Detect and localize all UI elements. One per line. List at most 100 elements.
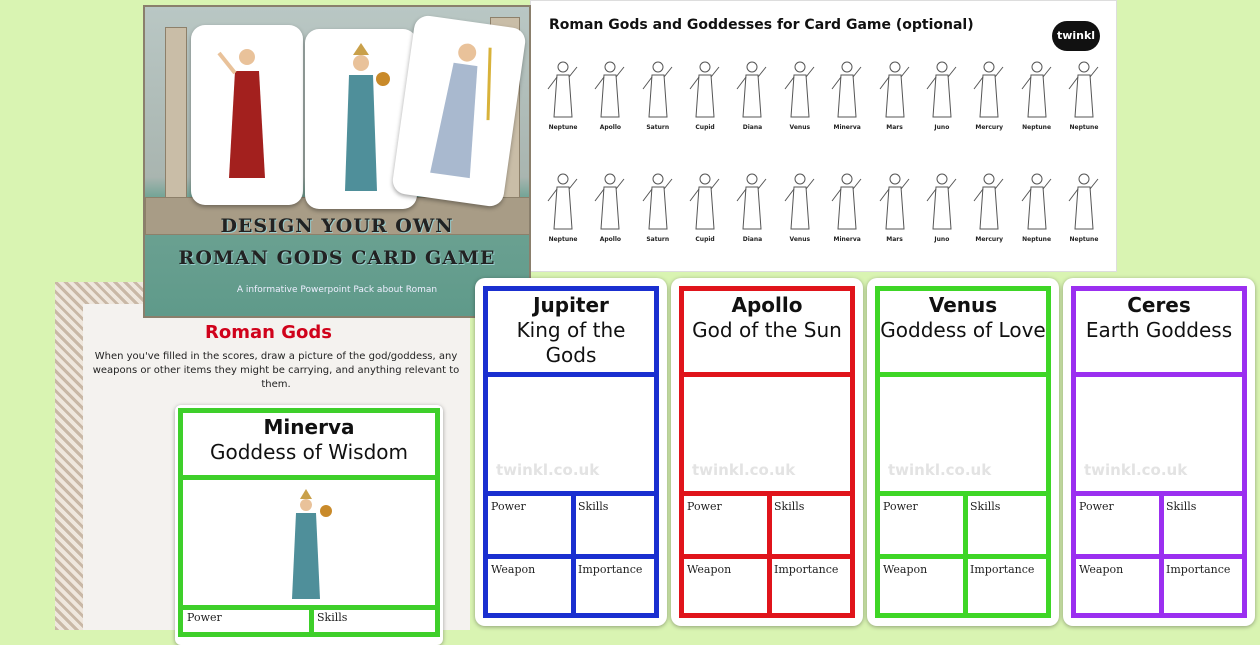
- god-label: Mercury: [975, 124, 1004, 131]
- god-outline-icon: [594, 173, 625, 230]
- god-outline-icon: [879, 173, 909, 230]
- power-label: Power: [687, 500, 722, 513]
- god-label: Minerva: [833, 124, 861, 131]
- skills-label: Skills: [774, 500, 805, 513]
- god-label: Mercury: [975, 236, 1004, 243]
- slide-title-line1: DESIGN YOUR OWN: [220, 215, 454, 237]
- god-label: Neptune: [1069, 236, 1099, 243]
- god-label: Neptune: [1022, 236, 1052, 243]
- god-figure: Diana: [730, 171, 774, 243]
- god-label: Neptune: [548, 236, 578, 243]
- god-figure: Mars: [873, 171, 917, 243]
- slide-card-red-goddess: [191, 25, 303, 205]
- god-outline-icon: [784, 61, 815, 118]
- card-name: Venus: [928, 293, 998, 317]
- god-outline-icon: [737, 173, 767, 230]
- importance-label: Importance: [774, 563, 839, 576]
- god-figure: Neptune: [541, 171, 585, 243]
- card-role: Goddess of Love: [880, 318, 1046, 342]
- god-outline-icon: [973, 61, 1004, 118]
- god-figure: Cupid: [683, 171, 727, 243]
- stats-grid: Power Skills Weapon Importance: [684, 491, 850, 613]
- god-label: Mars: [886, 124, 903, 131]
- god-outline-icon: [547, 61, 578, 118]
- god-label: Venus: [789, 124, 811, 131]
- god-outline-icon: [642, 173, 673, 230]
- stats-grid: Power Skills: [183, 605, 435, 632]
- god-outline-icon: [879, 61, 909, 118]
- skills-label: Skills: [1166, 500, 1197, 513]
- skills-label: Skills: [317, 611, 348, 624]
- skills-label: Skills: [578, 500, 609, 513]
- god-outline-icon: [642, 61, 673, 118]
- card-role: Earth Goddess: [1085, 318, 1233, 342]
- weapon-label: Weapon: [883, 563, 928, 576]
- card-name: Jupiter: [533, 293, 609, 317]
- god-label: Saturn: [646, 124, 670, 131]
- god-label: Neptune: [548, 124, 578, 131]
- god-figure: Neptune: [1015, 59, 1059, 131]
- slide-subtitle: A informative Powerpoint Pack about Roma…: [236, 285, 438, 295]
- watermark: twinkl.co.uk: [888, 461, 992, 479]
- god-figure: Cupid: [683, 59, 727, 131]
- god-outline-icon: [737, 61, 767, 118]
- worksheet-title: Roman Gods: [205, 322, 332, 343]
- god-outline-icon: [1068, 173, 1099, 230]
- card-frame: Minerva Goddess of Wisdom Power Skills: [178, 408, 440, 637]
- god-figure: Saturn: [636, 59, 680, 131]
- god-outline-icon: [831, 173, 862, 230]
- goddess-figure-icon: [217, 49, 265, 178]
- god-figure: Juno: [920, 171, 964, 243]
- powerpoint-slide-preview: DESIGN YOUR OWN ROMAN GODS CARD GAME A i…: [143, 5, 531, 318]
- god-outline-icon: [926, 61, 957, 118]
- watermark: twinkl.co.uk: [1084, 461, 1188, 479]
- watermark: twinkl.co.uk: [692, 461, 796, 479]
- card-role: Goddess of Wisdom: [210, 440, 408, 464]
- god-figure: Apollo: [588, 171, 632, 243]
- god-label: Neptune: [1069, 124, 1099, 131]
- power-label: Power: [1079, 500, 1114, 513]
- god-outline-icon: [926, 173, 957, 230]
- figure-sheet: Roman Gods and Goddesses for Card Game (…: [530, 0, 1117, 272]
- importance-label: Importance: [970, 563, 1035, 576]
- god-label: Venus: [789, 236, 811, 243]
- god-label: Cupid: [695, 124, 715, 131]
- minerva-card: Minerva Goddess of Wisdom Power Skills: [175, 405, 443, 645]
- slide-card-jupiter: [391, 14, 527, 208]
- skills-label: Skills: [970, 500, 1001, 513]
- worksheet-instructions: When you've filled in the scores, draw a…: [92, 351, 460, 390]
- god-figure: Mercury: [967, 59, 1011, 131]
- jupiter-figure-icon: [430, 43, 492, 179]
- card-name: Apollo: [731, 293, 803, 317]
- god-figure: Saturn: [636, 171, 680, 243]
- god-label: Diana: [742, 236, 763, 243]
- god-outline-icon: [1068, 61, 1099, 118]
- slide-title-line2: ROMAN GODS CARD GAME: [178, 247, 496, 269]
- god-figure: Juno: [920, 59, 964, 131]
- god-label: Minerva: [833, 236, 861, 243]
- god-outline-icon: [689, 61, 720, 118]
- card-name: Ceres: [1127, 293, 1191, 317]
- god-outline-icon: [689, 173, 720, 230]
- minerva-figure-icon: [292, 489, 332, 599]
- twinkl-logo: twinkl: [1052, 21, 1100, 51]
- slide-card-minerva: [305, 29, 417, 209]
- stats-grid: Power Skills Weapon Importance: [880, 491, 1046, 613]
- god-outline-icon: [1021, 173, 1051, 230]
- god-label: Mars: [886, 236, 903, 243]
- god-outline-icon: [973, 173, 1004, 230]
- god-figure: Venus: [778, 171, 822, 243]
- god-outline-icon: [831, 61, 862, 118]
- card-title: Minerva Goddess of Wisdom: [183, 413, 435, 480]
- card-role: King of the Gods: [516, 318, 626, 367]
